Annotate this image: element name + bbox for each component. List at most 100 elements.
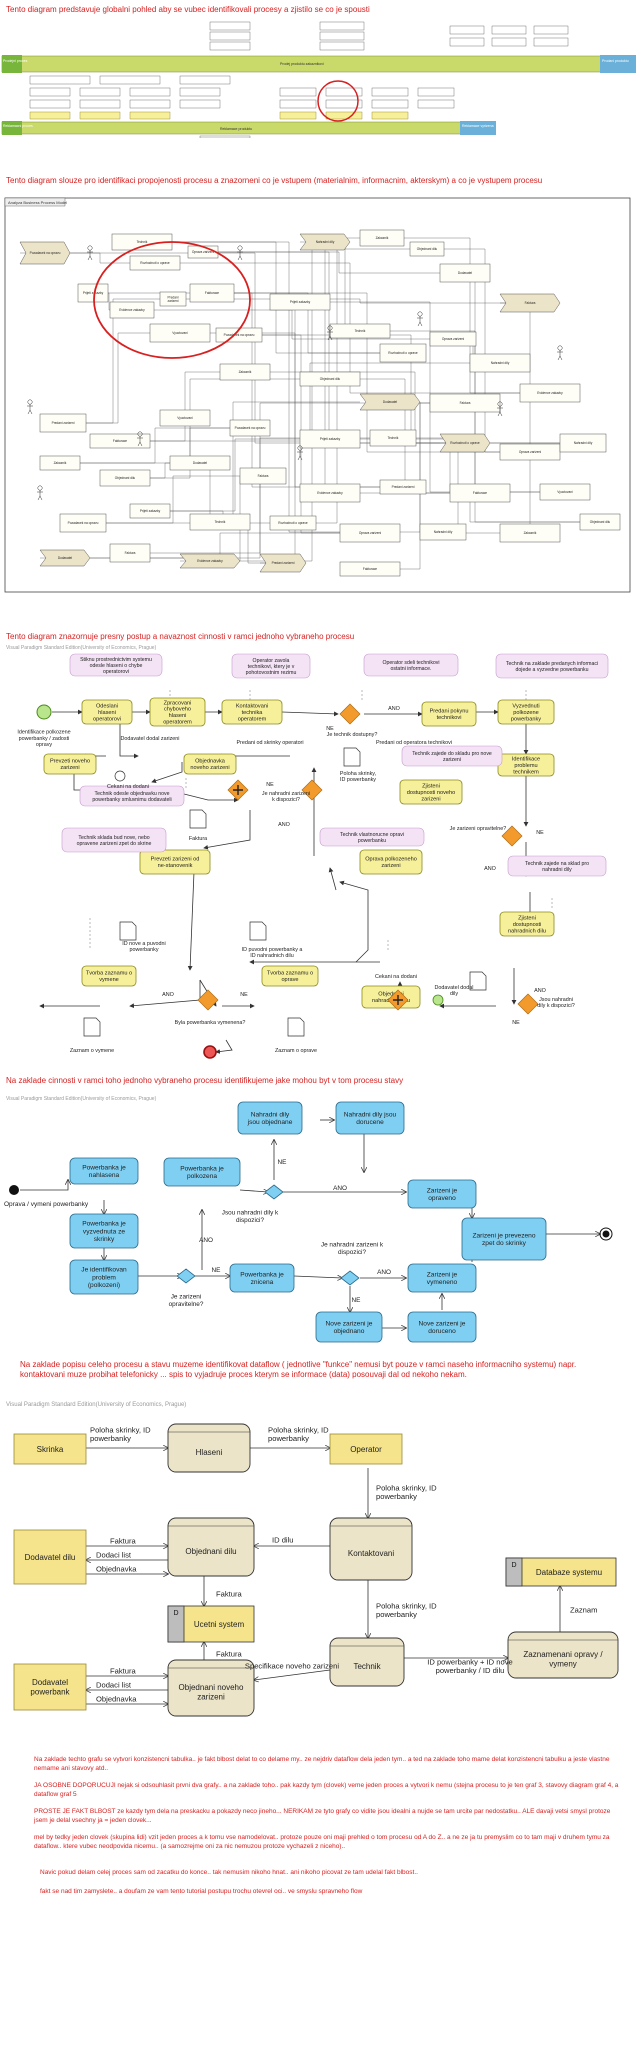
process-objednani_zar <box>167 1659 255 1717</box>
datastore-db <box>505 1557 617 1587</box>
bpm-io-node <box>59 513 107 533</box>
bpm-node-label: Rozhodnuti o oprave <box>278 521 308 525</box>
flow-label-spec: Specifikace noveho zarizeni <box>245 1662 339 1671</box>
end-label-prodano: Prodani produktu <box>602 59 629 63</box>
gateway-join-2-plus <box>393 995 403 1005</box>
bpm-io-node <box>519 383 581 403</box>
bpm-node-label: Dodavatel <box>193 461 208 465</box>
gateway-dily <box>517 993 539 1015</box>
bpm-node-label: Fakturace <box>363 567 377 571</box>
doc-faktura <box>189 809 207 829</box>
actor-icon-body <box>137 436 143 447</box>
flow-label-faktura-2: Faktura <box>216 1590 243 1599</box>
bpm-io-node <box>159 409 211 427</box>
bpm-io-node <box>499 523 561 543</box>
bpm-process-node <box>259 553 307 573</box>
bpm-connector <box>150 371 220 442</box>
process-label-technik: Technik <box>353 1662 381 1671</box>
label-zaznam-oprava: Zaznam o oprave <box>275 1048 317 1054</box>
bpm-io-node <box>539 483 591 501</box>
note-n9 <box>507 855 607 877</box>
process-label-kontaktovani: Kontaktovani <box>348 1549 394 1558</box>
bpm-node-label: Fakturace <box>205 291 219 295</box>
bpm-io-node <box>299 429 361 449</box>
start-label-reklamace: Reklamacni proces <box>3 124 33 128</box>
note-paragraph-1: Na zaklade techto grafu se vytvori konzi… <box>34 1756 610 1772</box>
bpm-node-label: Zakaznik <box>239 370 252 374</box>
label-ne-3: NE <box>536 830 544 836</box>
flow-label-faktura: Faktura <box>110 1537 137 1546</box>
bpm-node-label: Nahradni dily <box>316 240 335 244</box>
note-paragraph-2: JA OSOBNE DOPORUCUJI nejak si odsouhlasi… <box>34 1782 619 1798</box>
bpm-node-label: Evidence zakazky <box>119 308 145 312</box>
flow-label-objednavka: Objednavka <box>96 1565 137 1574</box>
bpm-io-node <box>149 323 211 343</box>
doc-id-puvodni <box>249 921 267 941</box>
bpm-io-node <box>559 433 607 453</box>
datastore-label-db: Databaze systemu <box>536 1568 602 1577</box>
start-label-prodej: Prodejni proces <box>3 59 28 63</box>
flow-label-id-dilu: ID dilu <box>272 1536 294 1545</box>
process-hlaseni <box>167 1423 251 1473</box>
bpm-process-node <box>499 293 561 313</box>
bpm-connector <box>188 251 490 274</box>
bpm-node-label: Fakturace <box>473 491 487 495</box>
bpm-node-label: Faktura <box>460 401 471 405</box>
bpm-node-label: Technik <box>388 436 399 440</box>
datastore-id-db <box>505 1557 523 1587</box>
bpm-node-label: Technik <box>355 329 366 333</box>
bpm-io-node <box>579 513 621 531</box>
datastore-label-ucetni: Ucetni system <box>194 1620 245 1629</box>
start-event <box>36 704 52 720</box>
watermark-5: Visual Paradigm Standard Edition(Univers… <box>6 1402 187 1408</box>
bpm-node-label: Dodavatel <box>58 556 73 560</box>
state-s1 <box>69 1157 139 1185</box>
flow-label-dodaci: Dodaci list <box>96 1551 132 1560</box>
bpm-node-label: Faktura <box>525 301 536 305</box>
bpm-node-label: Objednani dilu <box>115 476 136 480</box>
label-ne-1: NE <box>326 726 334 732</box>
bpm-node-label: Predani zarizeni <box>52 421 75 425</box>
decision-opravitelne <box>176 1268 196 1284</box>
caption-diagram-5: Na zaklade popisu celeho procesu a stavu… <box>20 1360 577 1379</box>
state-ano-1: ANO <box>199 1237 213 1244</box>
task-t7 <box>399 779 463 805</box>
bpm-node-label: Oprava zarizeni <box>359 531 382 535</box>
bpm-node-label: Pozadavek na opravu <box>224 333 255 337</box>
flow-label-faktura-3: Faktura <box>216 1650 243 1659</box>
entity-skrinka <box>13 1433 87 1465</box>
bpm-connector <box>330 330 620 523</box>
decision-dily <box>264 1184 284 1200</box>
gateway-vymena <box>197 989 219 1011</box>
bpm-node-label: Technik <box>215 520 226 524</box>
entity-label-dodavatel_dilu: Dodavatel dilu <box>25 1553 76 1562</box>
bpm-node-label: Vyuctovani <box>177 416 193 420</box>
bpm-node-label: Evidence zakazky <box>317 491 343 495</box>
bpm-node-label: Prijeti zakazky <box>320 437 341 441</box>
task-t2 <box>149 697 206 727</box>
bpm-node-label: Predani zarizeni <box>272 561 295 565</box>
state-s12 <box>407 1311 477 1343</box>
state-s3 <box>69 1259 139 1295</box>
bpm-io-node <box>339 561 401 577</box>
gateway-nahradni <box>301 779 323 801</box>
task-t15 <box>261 965 319 987</box>
bpm-node-label: Rozhodnuti o oprave <box>140 261 170 265</box>
bpm-io-node <box>369 429 417 447</box>
bpm-io-node <box>99 469 151 487</box>
bpm-title: Analyza Business Process Model <box>8 200 67 205</box>
bpm-node-label: Nahradni dily <box>574 441 593 445</box>
doc-id-nove <box>119 921 137 941</box>
arrow-label-reklamace: Reklamace produktu <box>220 127 252 131</box>
task-t4 <box>421 701 477 727</box>
label-ne-4: NE <box>512 1020 520 1026</box>
